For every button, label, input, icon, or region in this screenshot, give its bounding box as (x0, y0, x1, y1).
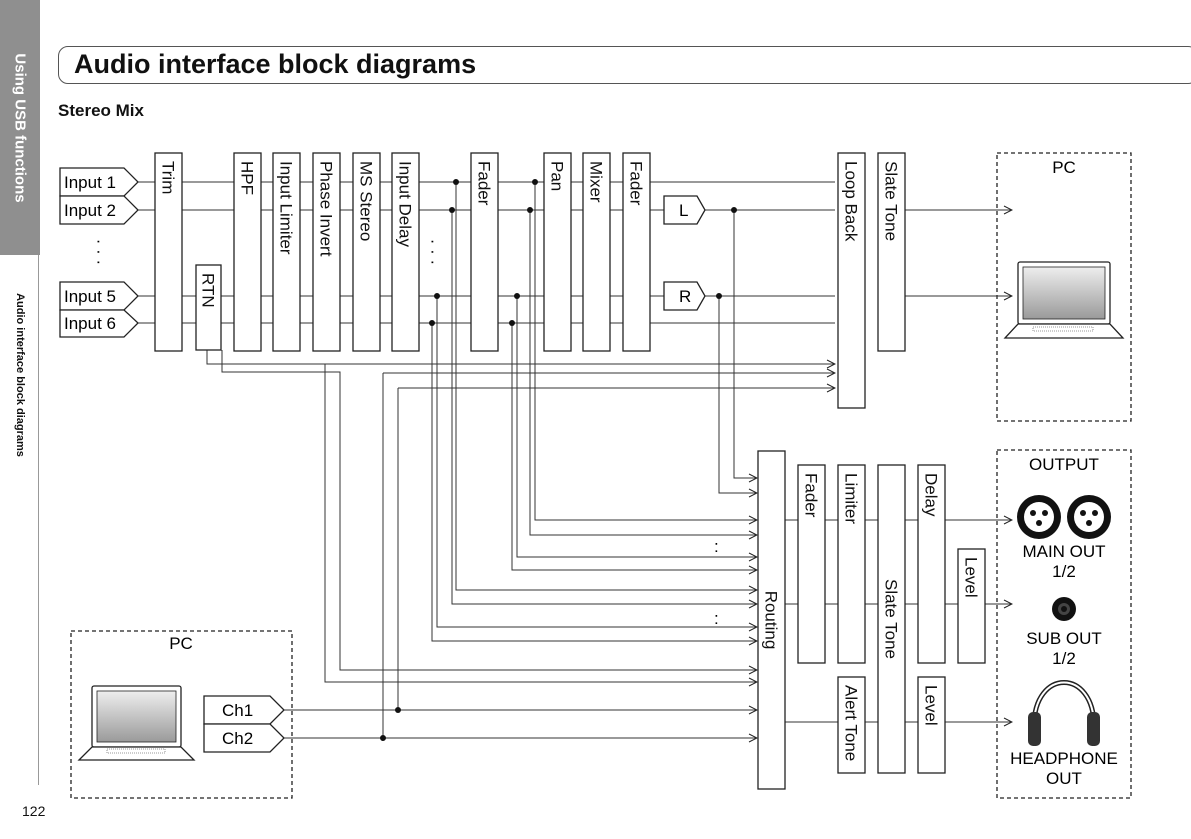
pc-group-top (996, 152, 1132, 422)
ms-stereo-label: MS Stereo (357, 161, 376, 241)
hpf-label: HPF (238, 161, 257, 195)
loop-back-block (837, 152, 866, 409)
jack-connector-icon (1052, 597, 1076, 621)
pc-bottom-label: PC (169, 634, 193, 653)
input-1-tag (59, 167, 139, 197)
limiter-label: Limiter (842, 473, 861, 524)
channel-ellipsis: · · · (424, 239, 443, 265)
rtn-block (195, 264, 222, 351)
inputs-ellipsis: · · · (90, 239, 109, 265)
input-5-label: Input 5 (64, 287, 116, 306)
xlr-connector-icon (1017, 495, 1061, 539)
limiter-block (837, 464, 866, 664)
pc-top-label: PC (1052, 158, 1076, 177)
trim-block (154, 152, 183, 352)
pan-label: Pan (548, 161, 567, 191)
slate-tone-pc-block (877, 152, 906, 352)
sidebar-divider (38, 255, 39, 785)
fader1-block (470, 152, 499, 352)
fader-out-label: Fader (802, 473, 821, 518)
input-2-tag (59, 195, 139, 225)
input-5-tag (59, 281, 139, 311)
slate-tone-out-block (877, 464, 906, 774)
r-bus-label: R (679, 287, 691, 306)
input-6-label: Input 6 (64, 314, 116, 333)
page-number: 122 (22, 803, 46, 819)
diagram-subtitle: Stereo Mix (58, 101, 144, 120)
hpf-block (233, 152, 262, 352)
loop-back-label: Loop Back (842, 161, 861, 242)
delay-block (917, 464, 946, 664)
phase-invert-block (312, 152, 341, 352)
routing-ellipsis-1: : (714, 537, 719, 556)
alert-tone-label: Alert Tone (842, 685, 861, 761)
mixer-block (582, 152, 611, 352)
level-sub-label: Level (962, 557, 981, 598)
headphone-icon (1028, 680, 1100, 746)
title-frame (58, 46, 1191, 84)
slate-tone-out-label: Slate Tone (882, 579, 901, 659)
input-limiter-label: Input Limiter (277, 161, 296, 255)
input-delay-label: Input Delay (396, 161, 415, 247)
laptop-icon (1003, 261, 1125, 339)
input-6-tag (59, 309, 139, 338)
input-1-label: Input 1 (64, 173, 116, 192)
fader2-label: Fader (627, 161, 646, 206)
output-title: OUTPUT (1029, 455, 1099, 474)
alert-tone-block (837, 676, 866, 774)
rtn-label: RTN (199, 273, 218, 308)
routing-label: Routing (762, 591, 781, 650)
pan-block (543, 152, 572, 352)
output-group (996, 449, 1132, 799)
fader1-label: Fader (475, 161, 494, 206)
laptop-icon (77, 685, 196, 761)
page-title: Audio interface block diagrams (74, 49, 477, 79)
level-hp-block (917, 676, 946, 774)
xlr-connector-icon (1067, 495, 1111, 539)
ch1-label: Ch1 (222, 701, 253, 720)
routing-ellipsis-2: : (714, 609, 719, 628)
routing-block (757, 450, 786, 790)
input-delay-block (391, 152, 420, 352)
level-hp-label: Level (922, 685, 941, 726)
r-bus-tag (663, 281, 706, 311)
ch2-tag (203, 723, 285, 753)
ch1-tag (203, 695, 285, 725)
fader-out-block (797, 464, 826, 664)
fader2-block (622, 152, 651, 352)
phase-invert-label: Phase Invert (317, 161, 336, 257)
l-bus-tag (663, 195, 706, 225)
l-bus-label: L (679, 201, 688, 220)
level-sub-block (957, 548, 986, 664)
mixer-label: Mixer (587, 161, 606, 203)
delay-label: Delay (922, 473, 941, 517)
input-limiter-block (272, 152, 301, 352)
sidebar-tab: Using USB functions (0, 0, 40, 255)
input-2-label: Input 2 (64, 201, 116, 220)
ms-stereo-block (352, 152, 381, 352)
ch2-label: Ch2 (222, 729, 253, 748)
pc-group-bottom (70, 630, 293, 799)
trim-label: Trim (159, 161, 178, 194)
slate-tone-pc-label: Slate Tone (882, 161, 901, 241)
